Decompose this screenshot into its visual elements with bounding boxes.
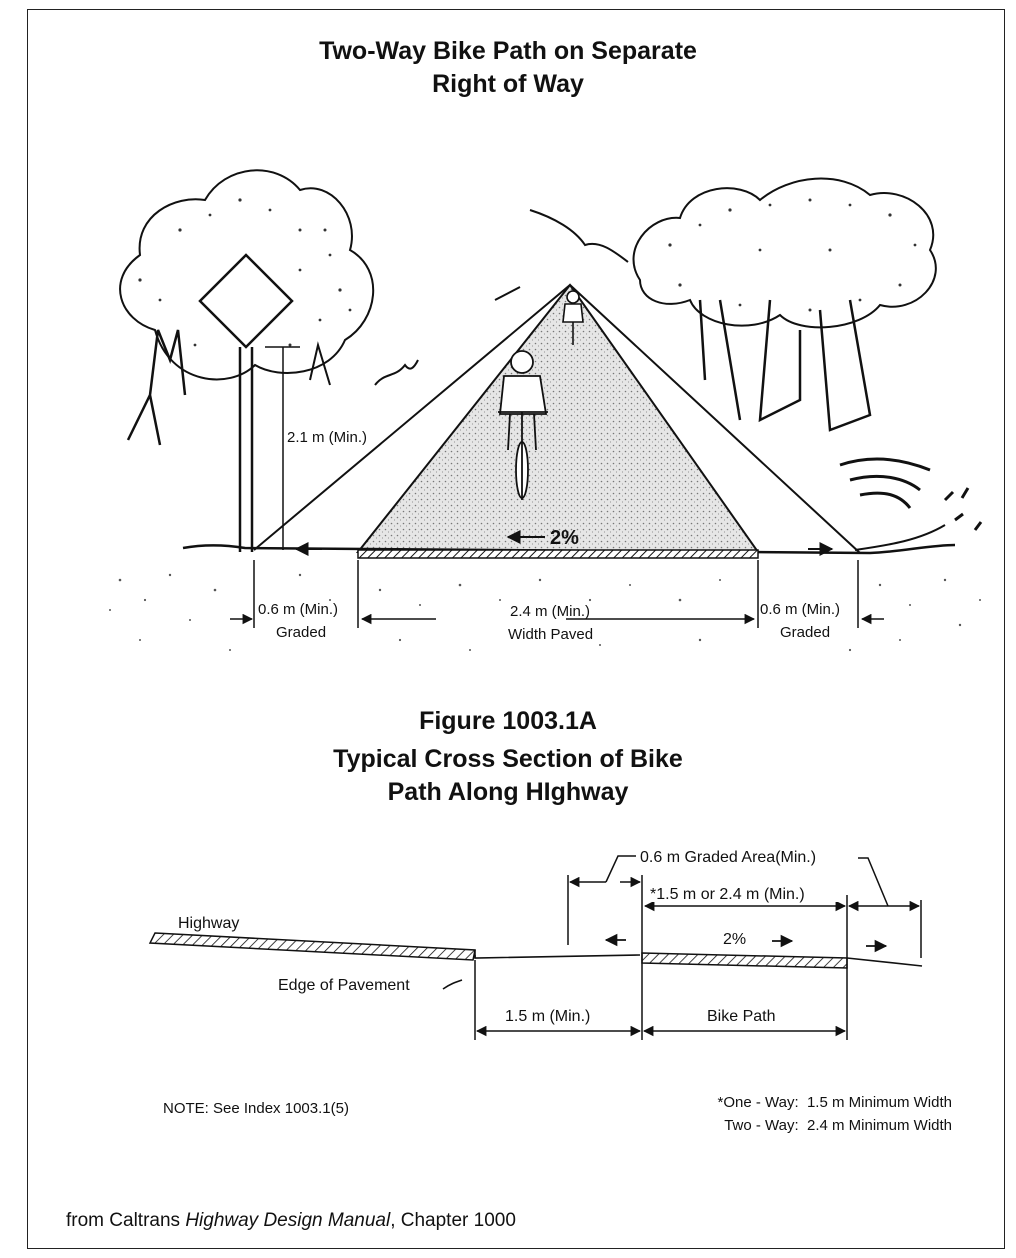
paved-text: Width Paved [508,626,593,643]
paved-path [355,283,760,553]
source-prefix: from Caltrans [66,1210,186,1231]
left-graded-text: Graded [276,624,326,641]
ground-stipple [109,573,981,652]
source-credit: from Caltrans Highway Design Manual, Cha… [66,1210,516,1232]
right-shrubs [839,457,983,551]
figure-frame [27,9,1005,1249]
note: NOTE: See Index 1003.1(5) [163,1100,349,1117]
right-tree [632,177,937,432]
figure-caption: Typical Cross Section of Bike Path Along… [0,743,1016,809]
diamond-sign [198,253,294,552]
left-graded-dim: 0.6 m (Min.) [258,601,338,618]
bike-path-label: Bike Path [707,1008,775,1025]
paved-dim: 2.4 m (Min.) [510,603,590,620]
bike-path-pavement [641,952,848,969]
path-width-label: *1.5 m or 2.4 m (Min.) [650,886,805,903]
bottom-slope-label: 2% [723,931,746,948]
caption-line2: Path Along HIghway [387,778,629,806]
caption-line1: Typical Cross Section of Bike [333,745,683,773]
edge-of-pavement-label: Edge of Pavement [278,977,410,994]
top-title-line2: Right of Way [432,70,584,98]
separation-label: 1.5 m (Min.) [505,1008,590,1025]
top-figure-title: Two-Way Bike Path on Separate Right of W… [0,35,1016,101]
near-cyclist [498,350,548,500]
right-graded-dim: 0.6 m (Min.) [760,601,840,618]
right-graded-text: Graded [780,624,830,641]
highway-pavement [148,932,476,961]
highway-label: Highway [178,915,239,932]
source-book: Highway Design Manual [185,1210,391,1231]
pavement-strip [357,549,759,559]
bike-path-illustration: 2.1 m (Min.) 2% 0.6 m (Min.) Graded 2.4 [109,169,983,652]
sign-clearance-label: 2.1 m (Min.) [287,429,367,446]
far-cyclist [562,290,584,345]
top-title-line1: Two-Way Bike Path on Separate [319,37,697,65]
ground-line [182,543,956,555]
footnote-line2: Two - Way: 2.4 m Minimum Width [724,1117,952,1134]
footnote-line1: *One - Way: 1.5 m Minimum Width [718,1094,953,1111]
top-slope-label: 2% [550,527,579,549]
graded-area-label: 0.6 m Graded Area(Min.) [640,849,816,866]
cross-section-diagram: Highway Edge of Pavement 0.6 m Graded Ar… [148,849,953,1134]
figure-number: Figure 1003.1A [419,707,597,735]
source-suffix: , Chapter 1000 [390,1210,516,1231]
